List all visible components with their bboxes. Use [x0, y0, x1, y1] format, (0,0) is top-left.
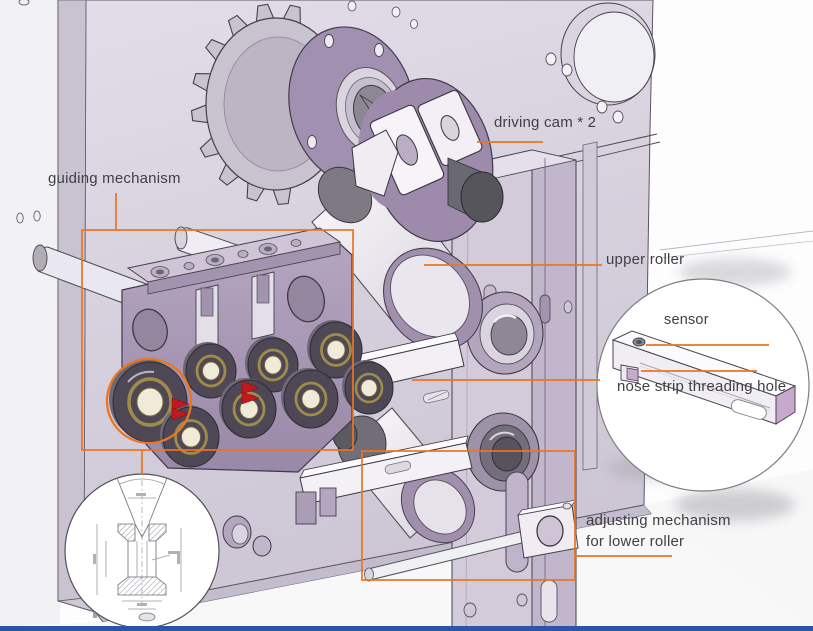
adjusting-mechanism-outline: [361, 450, 576, 581]
label-adjusting-line2: for lower roller: [586, 533, 685, 550]
roller-profile-callout: [64, 473, 220, 629]
lower-bracket-beam: [295, 435, 473, 525]
label-driving-cam: driving cam * 2: [494, 114, 597, 131]
roller-highlight-circle: [105, 357, 193, 445]
sensor-detail-callout: [596, 278, 810, 492]
label-nose-strip-threading-hole: nose strip threading hole: [617, 378, 787, 395]
driving-cam-assembly: [351, 77, 504, 243]
guide-roller: [183, 342, 237, 399]
guide-roller: [245, 336, 299, 393]
sensor-bar: [611, 330, 797, 425]
red-wire-markers: [171, 380, 260, 421]
guiding-mechanism-outline: [81, 229, 354, 451]
guide-roller: [342, 360, 394, 415]
label-adjusting-mechanism: adjusting mechanism for lower roller: [586, 510, 731, 552]
bottom-edge-bar: [0, 626, 813, 631]
label-guiding-mechanism: guiding mechanism: [48, 170, 181, 187]
orange-annotations: [81, 141, 769, 581]
label-sensor: sensor: [664, 312, 709, 328]
lower-bearing: [466, 412, 540, 492]
guide-roller: [219, 378, 277, 439]
bar-slot: [730, 399, 767, 420]
guide-roller: [160, 405, 220, 468]
upper-bearing: [466, 291, 544, 375]
guide-roller: [307, 320, 363, 379]
plate-large-hole: [560, 2, 656, 106]
guide-roller: [281, 368, 339, 429]
label-adjusting-line1: adjusting mechanism: [586, 512, 731, 529]
label-upper-roller: upper roller: [606, 251, 685, 268]
adjusting-rod: [364, 499, 579, 582]
threading-hole: [620, 364, 639, 384]
guide-rollers: [109, 320, 394, 468]
